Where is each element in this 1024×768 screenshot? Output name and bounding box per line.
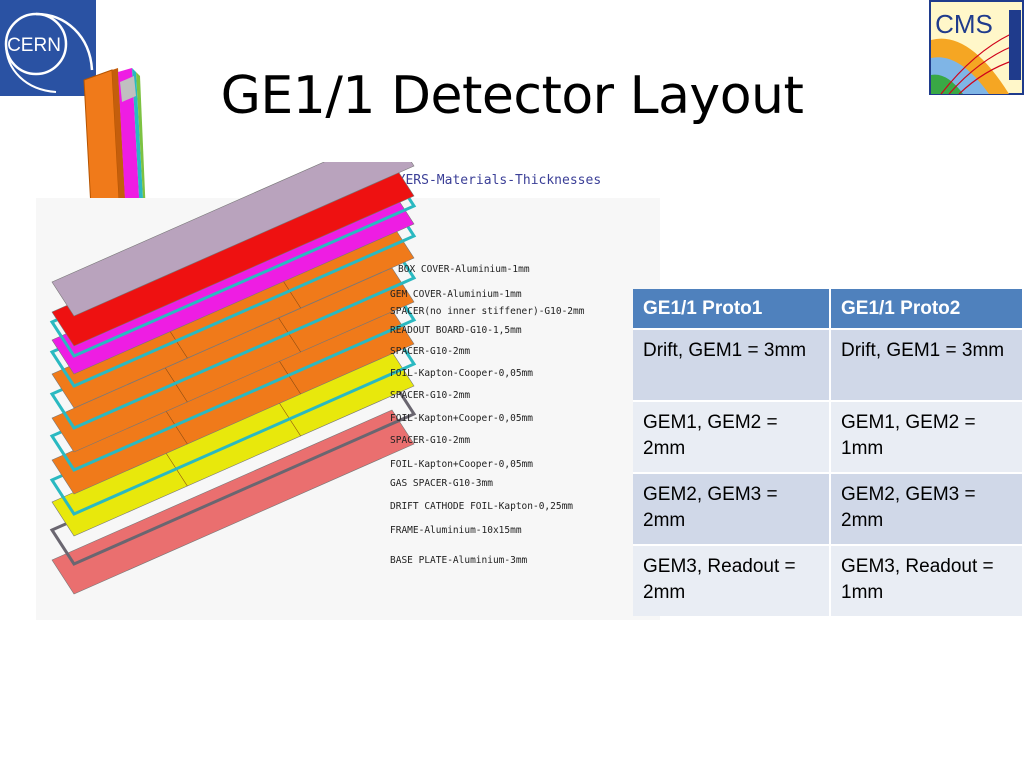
layer-segment-line [278, 317, 301, 353]
cern-logo: CERN [0, 0, 96, 96]
layer-segment-line [165, 409, 188, 445]
table-cell: GEM1, GEM2 = 2mm [633, 400, 831, 473]
layer-label: GAS SPACER-G10-3mm [390, 478, 493, 489]
layer-label: SPACER(no inner stiffener)-G10-2mm [390, 306, 585, 317]
layer-label: SPACER-G10-2mm [390, 390, 470, 401]
layer-label: FOIL-Kapton+Cooper-0,05mm [390, 413, 533, 424]
layer-label: SPACER-G10-2mm [390, 346, 470, 357]
cms-logo-text: CMS [935, 9, 993, 39]
table-cell: Drift, GEM1 = 3mm [830, 328, 1024, 401]
diagram-title: LAYERS-Materials-Thicknesses [382, 173, 601, 188]
layer-label: BASE PLATE-Aluminium-3mm [390, 555, 528, 566]
layer-plate [51, 409, 415, 595]
table-header-proto1: GE1/1 Proto1 [633, 289, 831, 329]
layer-label: DRIFT CATHODE FOIL-Kapton-0,25mm [390, 501, 573, 512]
layer-segment-line [278, 359, 301, 395]
module-side-view [74, 66, 154, 228]
cern-logo-text: CERN [7, 35, 61, 56]
layer-label: SPACER-G10-2mm [390, 435, 470, 446]
table-cell: GEM2, GEM3 = 2mm [830, 472, 1024, 545]
layer-label: READOUT BOARD-G10-1,5mm [390, 325, 522, 336]
layer-label: BOX COVER-Aluminium-1mm [398, 264, 530, 275]
layer-label: FOIL-Kapton-Cooper-0,05mm [390, 368, 533, 379]
layer-segment-line [165, 367, 188, 403]
table-row: Drift, GEM1 = 3mm Drift, GEM1 = 3mm [633, 328, 1024, 401]
table-cell: Drift, GEM1 = 3mm [633, 328, 831, 401]
table-cell: GEM3, Readout = 1mm [830, 544, 1024, 616]
table-row: GEM3, Readout = 2mm GEM3, Readout = 1mm [633, 544, 1024, 616]
table-cell: GEM1, GEM2 = 1mm [830, 400, 1024, 473]
table-row: GEM2, GEM3 = 2mm GEM2, GEM3 = 2mm [633, 472, 1024, 545]
layer-stack-diagram: LAYERS-Materials-Thicknesses BASE PLATE-… [36, 162, 660, 620]
table-row: GEM1, GEM2 = 2mm GEM1, GEM2 = 1mm [633, 400, 1024, 473]
table-cell: GEM2, GEM3 = 2mm [633, 472, 831, 545]
layer-label: FOIL-Kapton+Cooper-0,05mm [390, 459, 533, 470]
table-header-row: GE1/1 Proto1 GE1/1 Proto2 [633, 289, 1024, 329]
layer-label: GEM COVER-Aluminium-1mm [390, 289, 522, 300]
proto-comparison-table: GE1/1 Proto1 GE1/1 Proto2 Drift, GEM1 = … [633, 289, 1024, 616]
layer-label: FRAME-Aluminium-10x15mm [390, 525, 522, 536]
layer-plate [51, 162, 415, 317]
table-header-proto2: GE1/1 Proto2 [830, 289, 1024, 329]
table-cell: GEM3, Readout = 2mm [633, 544, 831, 616]
cms-logo: CMS [929, 0, 1024, 95]
slide-title: GE1/1 Detector Layout [220, 66, 804, 126]
